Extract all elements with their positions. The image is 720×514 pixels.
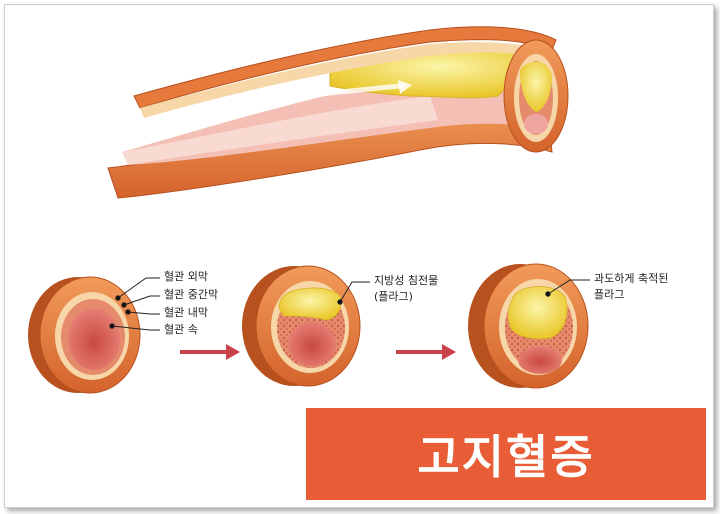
progression-arrow-2 xyxy=(396,344,456,360)
label-inner-layer: 혈관 내막 xyxy=(164,306,208,319)
label-lumen: 혈관 속 xyxy=(164,323,198,336)
leader-line-excess-plaque xyxy=(545,279,590,297)
leader-lines-layers xyxy=(109,277,160,331)
label-middle-layer: 혈관 중간막 xyxy=(164,288,219,301)
label-outer-layer: 혈관 외막 xyxy=(164,270,208,283)
leader-line-plaque xyxy=(337,281,370,305)
label-excess-plaque-line1: 과도하게 축적된 xyxy=(594,272,669,285)
label-plaque-line1: 지방성 침전물 xyxy=(374,274,439,287)
cross-section-excess-plaque xyxy=(468,263,589,389)
cross-section-healthy xyxy=(28,276,141,394)
diagram-title: 고지혈증 xyxy=(417,430,595,484)
progression-arrow-1 xyxy=(180,344,240,360)
cross-section-plaque xyxy=(242,265,361,387)
label-plaque-line2: (플라그) xyxy=(374,290,413,303)
long-artery-cutaway xyxy=(107,26,569,199)
label-excess-plaque-line2: 플라그 xyxy=(594,288,625,301)
title-banner: 고지혈증 xyxy=(306,408,706,500)
